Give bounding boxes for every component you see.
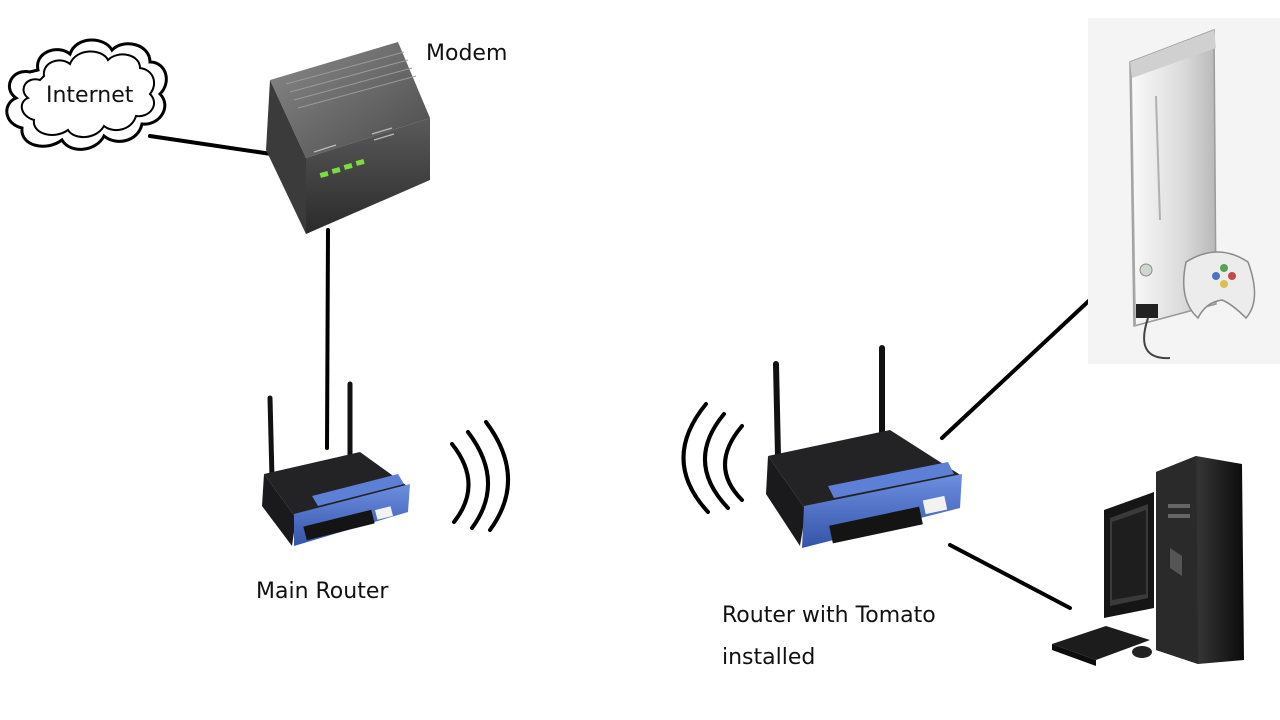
tomato-router-label-line1: Router with Tomato [722, 603, 936, 628]
main-router-icon [262, 381, 410, 546]
modem-icon [266, 42, 430, 234]
labels: Internet Modem Main Router Router with T… [46, 41, 936, 670]
internet-modem-cable [148, 134, 280, 157]
internet-cloud-icon [5, 38, 168, 151]
xbox-console-icon [1088, 18, 1280, 364]
main-router-label: Main Router [256, 579, 389, 604]
internet-label: Internet [46, 83, 134, 108]
desktop-pc-icon [1052, 456, 1244, 666]
main-router-wifi-signal-icon [450, 420, 510, 532]
tomato-router-pc-cable [948, 543, 1072, 610]
tomato-router-wifi-signal-icon [681, 402, 744, 514]
modem-label: Modem [426, 41, 507, 66]
modem-main-router-cable [325, 228, 330, 450]
tomato-router-icon [766, 345, 962, 548]
tomato-router-label-line2: installed [722, 645, 815, 670]
connections [148, 134, 1126, 610]
